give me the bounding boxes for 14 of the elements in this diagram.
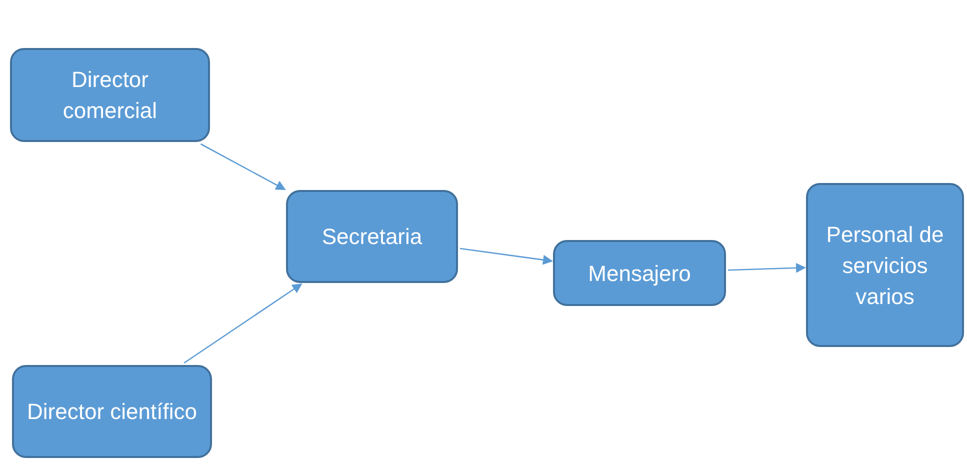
process-box [806,183,964,347]
box-label: Mensajero [588,260,691,288]
box-label: Secretaria [322,223,422,251]
arrow [184,283,302,364]
arrow [460,248,553,265]
arrow [200,143,286,190]
process-box [12,365,212,458]
arrow [728,262,806,273]
process-box [10,48,210,142]
box-label: Director científico [27,398,197,426]
process-box [553,240,726,306]
box-label: Personal de servicios varios [825,220,945,310]
box-label: Director comercial [62,66,158,125]
process-box [286,190,458,283]
